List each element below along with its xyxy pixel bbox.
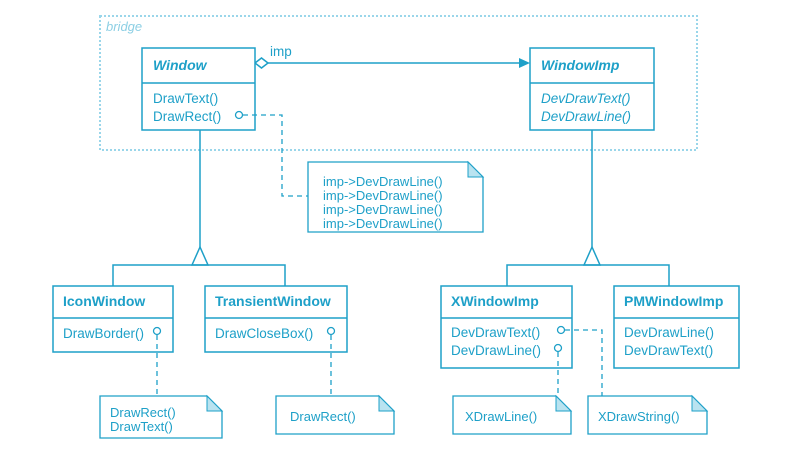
window-imp-class-name: WindowImp [541, 57, 620, 73]
imp-label: imp [270, 44, 292, 59]
window-op-draw-rect: DrawRect() [153, 109, 221, 124]
aggregation-diamond [253, 57, 270, 69]
dev-draw-line-note-anchor [553, 343, 563, 353]
draw-close-box-note-anchor [326, 326, 336, 336]
note-line-2: imp->DevDrawLine() [323, 188, 443, 203]
transient-window-class-name: TransientWindow [215, 293, 331, 309]
draw-rect-implementation-note: imp->DevDrawLine() imp->DevDrawLine() im… [307, 160, 485, 233]
window-imp-op-dev-draw-text: DevDrawText() [541, 91, 631, 106]
pm-window-imp-op-dev-draw-text: DevDrawText() [624, 343, 713, 358]
note-line-3: imp->DevDrawLine() [323, 202, 443, 217]
dev-draw-text-note-line-1: XDrawString() [598, 409, 680, 424]
draw-close-box-implementation-note: DrawRect() [275, 394, 396, 435]
window-class-name: Window [153, 57, 208, 73]
icon-window-class: IconWindow DrawBorder() [52, 285, 174, 353]
dev-draw-line-implementation-note: XDrawLine() [452, 394, 573, 435]
window-op-draw-text: DrawText() [153, 91, 218, 106]
draw-rect-note-link [243, 114, 308, 197]
transient-window-class: TransientWindow DrawCloseBox() [204, 285, 348, 353]
draw-rect-note-anchor [234, 110, 244, 120]
draw-border-note-line-1: DrawRect() [110, 405, 176, 420]
window-generalization-triangle [190, 245, 210, 266]
dev-draw-text-note-anchor [556, 325, 566, 335]
x-window-imp-op-dev-draw-line: DevDrawLine() [451, 343, 541, 358]
window-subclass-connector [112, 264, 286, 286]
dev-draw-text-implementation-note: XDrawString() [587, 394, 709, 435]
pm-window-imp-class: PMWindowImp DevDrawLine() DevDrawText() [613, 285, 740, 369]
window-imp-class: WindowImp DevDrawText() DevDrawLine() [529, 47, 655, 131]
pm-window-imp-class-name: PMWindowImp [624, 293, 723, 309]
bridge-label: bridge [106, 19, 142, 34]
draw-close-box-note-line-1: DrawRect() [290, 409, 356, 424]
window-imp-subclass-connector [506, 264, 670, 286]
dev-draw-line-note-line-1: XDrawLine() [465, 409, 537, 424]
draw-border-implementation-note: DrawRect() DrawText() [99, 394, 224, 439]
pm-window-imp-op-dev-draw-line: DevDrawLine() [624, 325, 714, 340]
bridge-boundary [99, 15, 698, 151]
draw-border-note-anchor [152, 326, 162, 336]
draw-border-note-line-2: DrawText() [110, 419, 173, 434]
window-imp-generalization-triangle [582, 245, 602, 266]
dev-draw-text-note-link [565, 329, 603, 396]
window-imp-op-dev-draw-line: DevDrawLine() [541, 109, 631, 124]
association-arrowhead [519, 58, 530, 68]
icon-window-op-draw-border: DrawBorder() [63, 326, 144, 341]
x-window-imp-op-dev-draw-text: DevDrawText() [451, 325, 540, 340]
x-window-imp-class-name: XWindowImp [451, 293, 539, 309]
note-line-4: imp->DevDrawLine() [323, 216, 443, 231]
transient-window-op-draw-close-box: DrawCloseBox() [215, 326, 313, 341]
icon-window-class-name: IconWindow [63, 293, 145, 309]
note-line-1: imp->DevDrawLine() [323, 174, 443, 189]
x-window-imp-class: XWindowImp DevDrawText() DevDrawLine() [440, 285, 573, 369]
